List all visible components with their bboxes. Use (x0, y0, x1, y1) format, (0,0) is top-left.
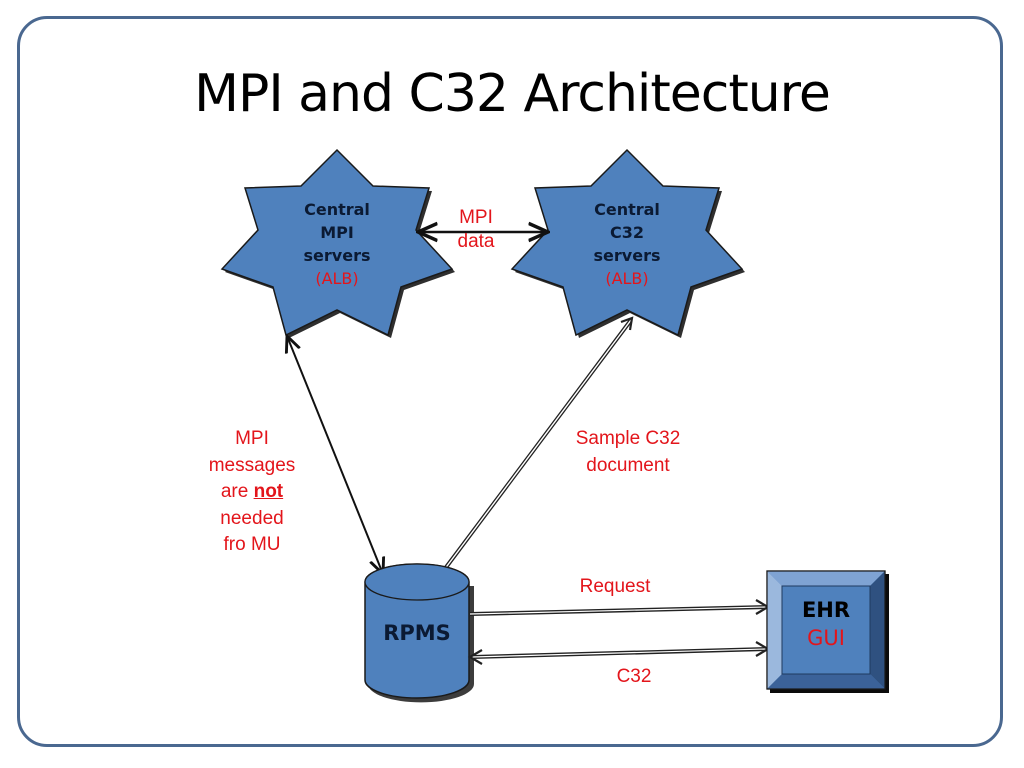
mpi-data-label: MPI data (446, 206, 506, 254)
mpi-data-line2: data (457, 231, 495, 252)
mpi-messages-line4: needed (220, 507, 284, 529)
c32-server-tag: (ALB) (605, 269, 649, 288)
slide-title: MPI and C32 Architecture (194, 64, 831, 124)
c32-server-line1: Central (594, 200, 660, 219)
request-arrow-inner (469, 606, 767, 615)
sample-c32-line2: document (586, 454, 670, 476)
mpi-server-label: Central MPI servers (ALB) (277, 198, 397, 290)
mpi-server-line2: MPI (320, 223, 354, 242)
mpi-server-line3: servers (303, 246, 371, 265)
mpi-messages-arrow (287, 336, 383, 574)
c32-server-label: Central C32 servers (ALB) (567, 198, 687, 290)
mpi-server-star[interactable] (220, 148, 454, 337)
mpi-messages-are: are (220, 481, 254, 502)
mpi-server-tag: (ALB) (315, 269, 359, 288)
mpi-messages-line2: messages (208, 454, 296, 476)
c32-arrow-inner (471, 648, 767, 658)
sample-c32-arrow-inner (443, 319, 632, 571)
mpi-messages-line5: fro MU (223, 534, 281, 555)
mpi-messages-line1: MPI (235, 428, 269, 449)
mpi-messages-line3: are not (188, 479, 316, 506)
mpi-messages-not-emphasis: not (253, 481, 284, 502)
rpms-database[interactable] (364, 563, 475, 703)
c32-server-line2: C32 (609, 223, 644, 242)
mpi-server-line1: Central (304, 200, 370, 219)
rpms-label: RPMS (383, 621, 451, 645)
ehr-gui-label: EHR GUI (782, 596, 870, 652)
mpi-messages-label: MPI messages are not needed fro MU (188, 426, 316, 559)
request-label: Request (579, 576, 651, 597)
c32-server-line3: servers (593, 246, 661, 265)
sample-c32-arrowhead (620, 316, 634, 331)
ehr-line1: EHR (801, 598, 851, 622)
sample-c32-label: Sample C32 document (553, 426, 703, 479)
c32-arrowhead-left (467, 649, 483, 665)
ehr-gui-box[interactable] (766, 570, 889, 693)
mpi-data-line1: MPI (459, 207, 493, 228)
c32-label: C32 (616, 666, 652, 687)
c32-server-star[interactable] (510, 148, 744, 337)
ehr-line2: GUI (807, 626, 845, 650)
sample-c32-line1: Sample C32 (575, 428, 681, 449)
